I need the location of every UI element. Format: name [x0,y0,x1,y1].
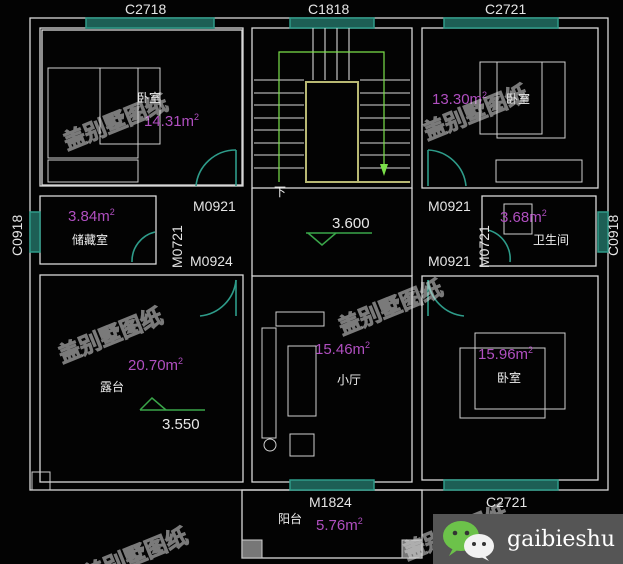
account-name: gaibieshu [507,526,616,552]
window-label-c2721-bottom: C2721 [486,494,528,510]
door-label-m0721-left: M0721 [169,225,185,268]
room-name-bedroom-3: 卧室 [497,371,522,385]
room-area-storage: 3.84m2 [68,207,115,225]
room-area-living: 15.46m2 [315,340,371,358]
room-area-balcony: 5.76m2 [316,516,363,534]
window-label-c2721-top: C2721 [485,1,527,17]
room-area-terrace: 20.70m2 [128,356,184,374]
door-label-m0921-right-top: M0921 [428,198,471,214]
room-name-bedroom-1: 卧室 [137,91,162,105]
window-label-c0918-left: C0918 [9,214,25,256]
level-3600: 3.600 [332,215,370,232]
room-area-bedroom-3: 15.96m2 [478,345,534,363]
door-label-m1824: M1824 [309,494,352,510]
room-name-bedroom-2: 卧室 [506,92,531,106]
window-label-c0918-right: C0918 [605,214,621,256]
room-name-storage: 储藏室 [72,233,109,247]
door-label-m0921-right-bottom: M0921 [428,253,471,269]
room-name-bathroom: 卫生间 [533,233,570,247]
room-name-balcony: 阳台 [278,512,303,526]
room-name-living: 小厅 [337,373,362,387]
door-label-m0924: M0924 [190,253,233,269]
door-label-m0921-left: M0921 [193,198,236,214]
stair-down-label: 下 [274,185,287,199]
room-area-bedroom-1: 14.31m2 [144,112,200,130]
room-name-terrace: 露台 [100,380,125,394]
wechat-badge: gaibieshu [433,514,623,564]
wechat-icon [443,521,494,561]
door-label-m0721-right: M0721 [476,225,492,268]
window-label-c2718: C2718 [125,1,167,17]
level-3550: 3.550 [162,416,200,433]
room-area-bathroom: 3.68m2 [500,208,547,226]
window-label-c1818: C1818 [308,1,350,17]
room-area-bedroom-2: 13.30m2 [432,90,488,108]
